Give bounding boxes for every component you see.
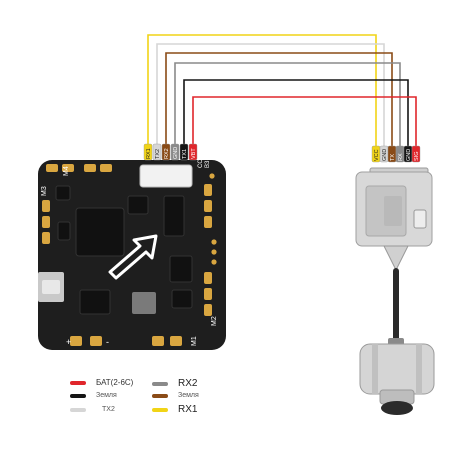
mcu-chip (75, 207, 125, 257)
pad (204, 184, 212, 196)
vtx-pin-label: TX (390, 154, 396, 161)
fc-pin-tag (188, 143, 198, 161)
pad (204, 216, 212, 228)
vtx-usb-port (413, 209, 427, 229)
fc-pin-tag (170, 143, 180, 161)
pad (100, 164, 112, 172)
vtx-pin-label: SIG (414, 152, 420, 161)
fc-pin-tag (179, 143, 189, 161)
pad-label-b3: B3 (205, 160, 211, 168)
pad (204, 304, 212, 316)
wire-gray (174, 62, 401, 150)
fc-pin-label: VBT (191, 148, 197, 159)
pad (42, 232, 50, 244)
orientation-arrow (108, 234, 158, 280)
wire-yellow (147, 34, 377, 150)
wire-black (183, 79, 409, 150)
fc-pin-tag (152, 143, 162, 161)
pad (84, 164, 96, 172)
pad (204, 200, 212, 212)
barometer-chip (132, 292, 156, 314)
fc-pin-label: TX1 (182, 149, 188, 159)
wire-brown (165, 52, 393, 150)
fc-pin-tag (161, 143, 171, 161)
fc-pin-label: RX2 (164, 148, 170, 159)
usb-port-inner (42, 280, 60, 294)
component (57, 221, 71, 241)
vtx-pin-label: GND (406, 149, 412, 161)
component (171, 289, 193, 309)
fc-connector (139, 164, 193, 188)
pad (42, 200, 50, 212)
fc-pin-label: RX1 (146, 148, 152, 159)
pad (211, 249, 217, 255)
camera-lens (381, 401, 413, 415)
antenna-mount (383, 245, 409, 272)
vtx-heatsink (384, 196, 402, 226)
pad (209, 173, 215, 179)
pad (152, 336, 164, 346)
component (55, 185, 71, 201)
component (127, 195, 149, 215)
vtx-pin-label: GND (382, 149, 388, 161)
pad (204, 272, 212, 284)
component (169, 255, 193, 283)
camera-body (359, 343, 435, 395)
motor-label-m2: M2 (211, 316, 218, 326)
pad (204, 288, 212, 300)
camera-rib (416, 344, 422, 394)
pad (42, 216, 50, 228)
component (79, 289, 111, 315)
motor-label-m1: M1 (191, 336, 198, 346)
wire-red (192, 96, 417, 150)
pad (46, 164, 58, 172)
motor-label-m4: M4 (63, 166, 70, 176)
pad-label-plus: + (66, 337, 71, 347)
fc-pin-label: GND (173, 147, 179, 159)
motor-label-m3: M3 (41, 186, 48, 196)
camera-rib (372, 344, 378, 394)
pad-label-minus: - (106, 337, 109, 347)
vtx-pin-label: RX (398, 153, 404, 161)
antenna-cable (393, 268, 399, 342)
pad (70, 336, 82, 346)
fpv-camera (359, 338, 435, 415)
vtx-pin-tag (411, 145, 421, 163)
pad (90, 336, 102, 346)
pad (211, 259, 217, 265)
pad-label-cc: CC (198, 159, 204, 168)
pad (62, 164, 74, 172)
pad (170, 336, 182, 346)
pad (211, 239, 217, 245)
fc-pin-tag (143, 143, 153, 161)
component (163, 195, 185, 237)
fc-pin-label: TX2 (155, 149, 161, 159)
wire-group (147, 34, 417, 150)
vtx-pin-label: VCC (374, 149, 380, 161)
